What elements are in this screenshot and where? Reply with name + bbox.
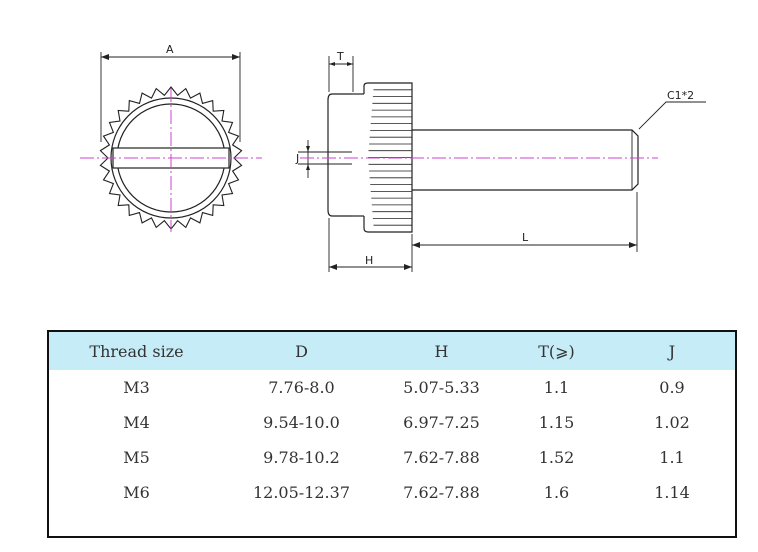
cell-j: 1.1 [659, 448, 685, 467]
shank-outline [412, 129, 639, 191]
side-view [298, 56, 706, 272]
spec-table: Thread size D H T(⩾) J M3 7.76-8.0 5.07-… [47, 330, 737, 538]
header-t: T(⩾) [538, 341, 575, 361]
cell-h: 5.07-5.33 [403, 378, 480, 397]
cell-d: 9.54-10.0 [263, 413, 340, 432]
dim-h-label: H [365, 254, 373, 267]
cell-d: 7.76-8.0 [268, 378, 335, 397]
collar-outline [327, 93, 352, 217]
cell-thread-size: M3 [123, 378, 150, 397]
cell-t: 1.15 [538, 413, 575, 432]
cell-d: 12.05-12.37 [252, 483, 350, 502]
cell-h: 7.62-7.88 [403, 483, 480, 502]
cell-thread-size: M4 [123, 413, 150, 432]
dim-l-label: L [522, 231, 529, 244]
technical-drawing: A T J H [80, 43, 706, 272]
cell-d: 9.78-10.2 [263, 448, 340, 467]
table-row: M3 7.76-8.0 5.07-5.33 1.1 0.9 [49, 370, 735, 405]
cell-t: 1.52 [538, 448, 575, 467]
dim-a-arrow-left [101, 54, 109, 60]
cell-h: 6.97-7.25 [403, 413, 480, 432]
dim-t-arrow-left [329, 62, 335, 66]
dim-t-label: T [336, 50, 344, 63]
header-j: J [668, 341, 676, 361]
centerlines [80, 88, 658, 232]
header-d: D [295, 341, 308, 361]
knurl-lines [368, 89, 412, 226]
dim-h-arrow-right [404, 264, 412, 270]
header-thread-size: Thread size [89, 341, 184, 361]
dim-l-arrow-right [629, 242, 637, 248]
chamfer-leader [638, 101, 706, 130]
spec-table-grid: Thread size D H T(⩾) J M3 7.76-8.0 5.07-… [49, 332, 735, 510]
cell-j: 1.02 [654, 413, 690, 432]
chamfer-label: C1*2 [667, 89, 694, 102]
dim-a-arrow-right [232, 54, 240, 60]
cell-h: 7.62-7.88 [403, 448, 480, 467]
table-row: M6 12.05-12.37 7.62-7.88 1.6 1.14 [49, 475, 735, 510]
dim-t-arrow-right [347, 62, 353, 66]
dim-j-label: J [295, 152, 299, 165]
dim-l-arrow-left [412, 242, 420, 248]
dim-a-label: A [166, 43, 174, 56]
cell-thread-size: M5 [123, 448, 150, 467]
cell-t: 1.1 [543, 378, 570, 397]
table-header-row: Thread size D H T(⩾) J [49, 332, 735, 370]
dim-j-arrow-top [306, 146, 310, 152]
cell-j: 0.9 [659, 378, 685, 397]
dim-j-arrow-bottom [306, 164, 310, 170]
cell-j: 1.14 [654, 483, 690, 502]
dim-h-arrow-left [329, 264, 337, 270]
table-row: M4 9.54-10.0 6.97-7.25 1.15 1.02 [49, 405, 735, 440]
table-row: M5 9.78-10.2 7.62-7.88 1.52 1.1 [49, 440, 735, 475]
cell-thread-size: M6 [123, 483, 150, 502]
cell-t: 1.6 [543, 483, 570, 502]
header-h: H [434, 341, 449, 361]
